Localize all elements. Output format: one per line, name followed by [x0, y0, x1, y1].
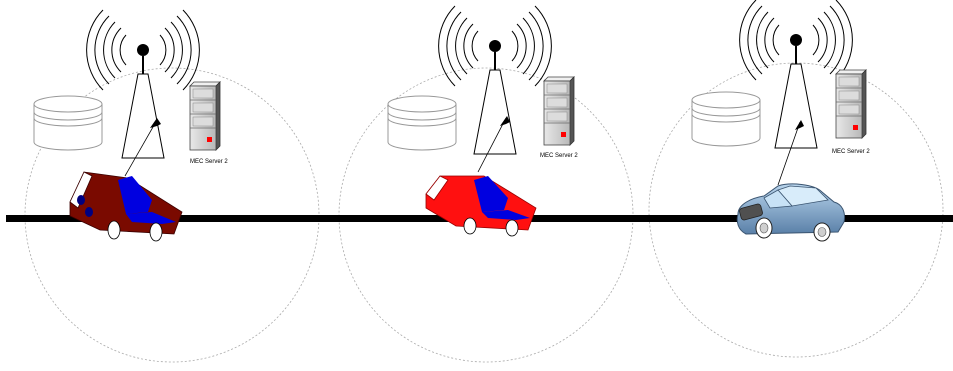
scene-2: MEC Server 2: [388, 6, 578, 172]
server-icon: [836, 70, 866, 138]
server-label: MEC Server 2: [540, 153, 578, 159]
server-icon: [190, 82, 220, 150]
car-icon: [70, 172, 182, 241]
database-icon: [34, 96, 102, 150]
server-label: MEC Server 2: [190, 159, 228, 165]
car-icon: [737, 184, 844, 241]
antenna-icon: [87, 10, 200, 158]
server-label: MEC Server 2: [832, 149, 870, 155]
car-icon: [426, 176, 536, 236]
server-icon: [544, 77, 574, 145]
database-icon: [388, 96, 456, 150]
database-icon: [692, 92, 760, 146]
scene-3: MEC Server 2: [692, 0, 870, 185]
scene-1: MEC Server 2: [34, 10, 228, 176]
